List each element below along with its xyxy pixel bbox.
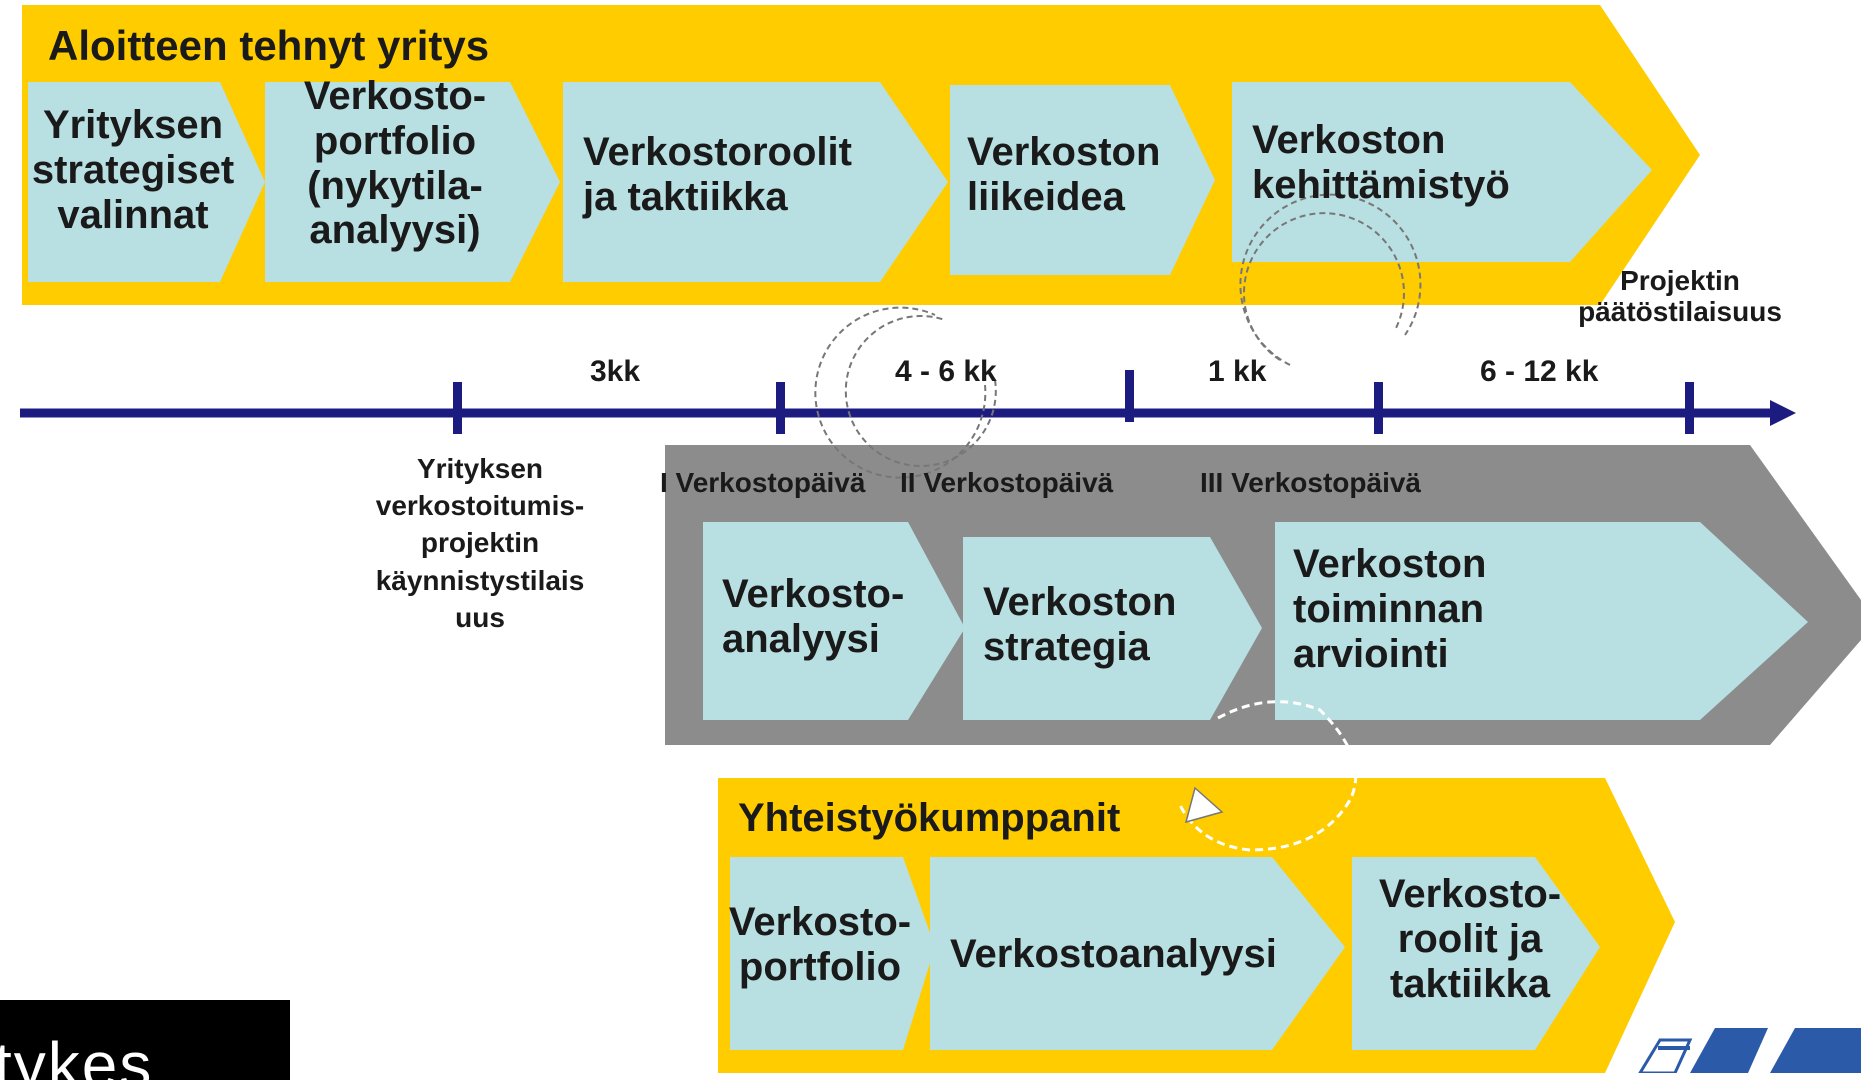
duration-label: 6 - 12 kk: [1480, 355, 1599, 388]
duration-label: 4 - 6 kk: [895, 355, 997, 388]
bottom-step-2-arrow: [930, 857, 1345, 1050]
middle-step-1-arrow: [703, 522, 965, 720]
top-step-1-arrow: [28, 82, 265, 282]
bottom-step-1-arrow: [730, 857, 935, 1050]
top-step-1-label: Yrityksen strategiset valinnat: [31, 103, 235, 237]
project-end-label: Projektin päätöstilaisuus: [1578, 265, 1782, 328]
cycle-arrow: [1239, 193, 1422, 366]
top-step-2-label: Verkosto- portfolio (nykytila- analyysi): [303, 74, 487, 253]
middle-step-3-label: Verkoston toiminnan arviointi: [1293, 542, 1487, 676]
network-day-label: II Verkostopäivä: [900, 467, 1114, 498]
top-step-3-arrow: [563, 82, 948, 282]
tykes-logo-text: tykes: [0, 1029, 154, 1080]
cycle-arrowhead: [1184, 786, 1224, 824]
top-step-4-label: Verkoston liikeidea: [967, 130, 1161, 219]
middle-step-2-label: Verkoston strategia: [983, 580, 1177, 669]
duration-label: 3kk: [590, 355, 641, 388]
middle-step-1-label: Verkosto- analyysi: [722, 572, 905, 661]
top-step-3-label: Verkostoroolit ja taktiikka: [583, 130, 852, 219]
top-band-title: Aloitteen tehnyt yritys: [48, 22, 490, 69]
network-day-label: III Verkostopäivä: [1200, 467, 1421, 498]
cycle-arrow: [814, 306, 997, 479]
timeline-tick: [1685, 382, 1694, 434]
project-start-label: Yrityksen verkostoitumis- projektin käyn…: [375, 453, 585, 633]
network-day-label: I Verkostopäivä: [660, 467, 866, 498]
middle-step-2-arrow: [963, 537, 1262, 720]
timeline-tick: [776, 382, 785, 434]
bottom-step-3-label: Verkosto- roolit ja taktiikka: [1378, 872, 1562, 1006]
timeline-tick: [453, 382, 462, 434]
top-step-2-arrow: [265, 82, 560, 282]
timeline-tick: [1374, 382, 1383, 434]
tykes-logo: tykes: [0, 1000, 290, 1080]
duration-label: 1 kk: [1208, 355, 1267, 388]
bottom-step-3-arrow: [1352, 857, 1600, 1050]
top-step-5-arrow: [1232, 82, 1652, 262]
timeline-arrowhead: [1770, 400, 1796, 426]
bottom-band-title: Yhteistyökumppanit: [738, 796, 1121, 840]
bottom-step-1-label: Verkosto- portfolio: [728, 900, 912, 989]
top-step-5-label: Verkoston kehittämistyö: [1252, 118, 1510, 207]
vtt-logo: [1638, 1028, 1861, 1073]
bottom-step-2-label: Verkostoanalyysi: [950, 932, 1277, 976]
middle-step-3-arrow: [1275, 522, 1808, 720]
top-step-4-arrow: [950, 85, 1215, 275]
timeline-tick: [1125, 370, 1134, 422]
